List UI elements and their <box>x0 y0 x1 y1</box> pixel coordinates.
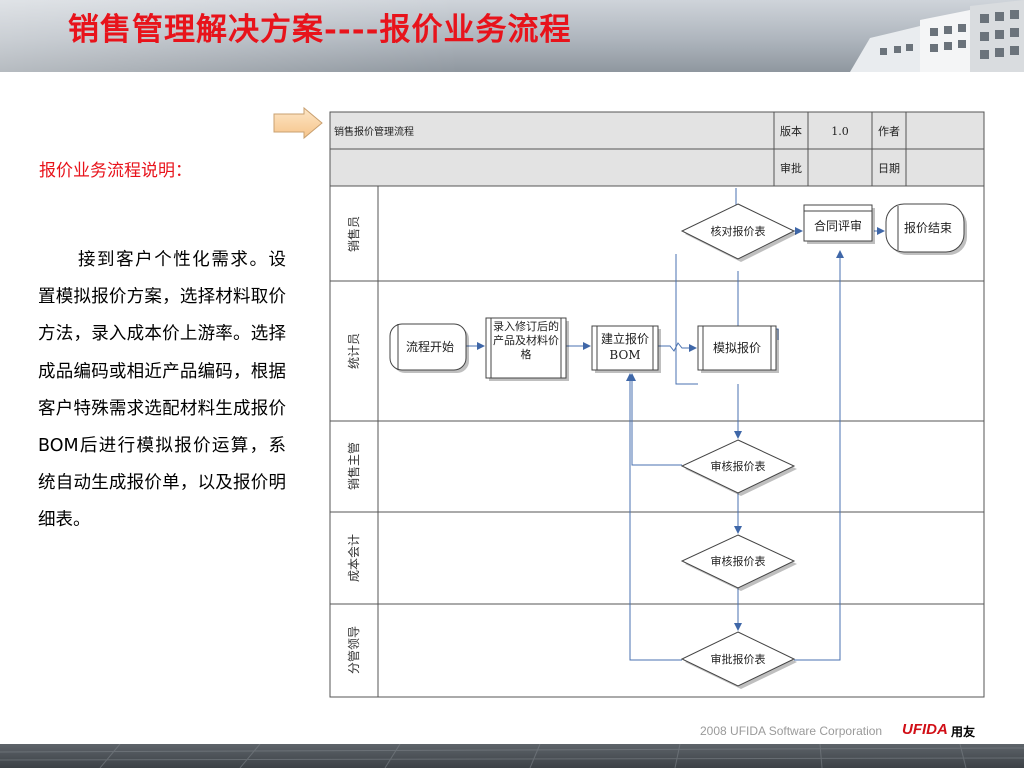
node-cost-label: 审核报价表 <box>711 554 766 568</box>
footer-pattern <box>0 744 1024 768</box>
node-check-quote: 核对报价表 <box>680 203 797 262</box>
process-flowchart: 销售报价管理流程 版本 1.0 作者 审批 日期 销售员 统计员 销售主管 成本… <box>326 108 986 702</box>
version-label: 版本 <box>780 124 802 138</box>
node-input-prices: 录入修订后的产品及材料价格 <box>485 317 569 381</box>
building-graphic <box>850 0 1024 72</box>
header-sky <box>0 0 1024 72</box>
node-cost-review: 审核报价表 <box>680 534 797 591</box>
lane-label-sales-manager: 销售主管 <box>346 442 361 490</box>
description-heading: 报价业务流程说明： <box>39 161 192 181</box>
flowchart-name: 销售报价管理流程 <box>334 125 414 138</box>
node-contract-review: 合同评审 <box>803 204 875 244</box>
author-label: 作者 <box>878 125 900 138</box>
node-contract-label: 合同评审 <box>814 218 862 233</box>
node-start: 流程开始 <box>389 323 469 373</box>
node-end: 报价结束 <box>885 203 967 255</box>
lane-label-statistician: 统计员 <box>347 333 361 369</box>
node-manager-label: 审核报价表 <box>711 459 766 473</box>
footer-bar <box>0 744 1024 768</box>
ufida-logo-cn: 用友 <box>951 725 976 739</box>
node-build-bom: 建立报价BOM <box>591 325 661 373</box>
node-bom-label: 建立报价BOM <box>600 332 649 362</box>
lane-label-leader: 分管领导 <box>346 626 361 674</box>
node-leader-label: 审批报价表 <box>711 652 766 666</box>
version-value: 1.0 <box>831 125 849 138</box>
node-leader-approve: 审批报价表 <box>680 631 797 689</box>
node-manager-review: 审核报价表 <box>680 439 797 496</box>
flowchart-header-table: 销售报价管理流程 版本 1.0 作者 审批 日期 <box>329 111 985 187</box>
slide-title: 销售管理解决方案----报价业务流程 <box>68 12 572 48</box>
node-input-label: 录入修订后的产品及材料价格 <box>493 320 559 361</box>
node-simulate-quote: 模拟报价 <box>697 325 779 373</box>
node-check-label: 核对报价表 <box>711 224 766 238</box>
flow-connectors <box>466 188 885 661</box>
footer-copyright: 2008 UFIDA Software Corporation <box>700 724 883 738</box>
pointer-arrow-icon <box>273 106 323 140</box>
ufida-logo: UFIDA <box>902 721 948 738</box>
description-body: 接到客户个性化需求。设置模拟报价方案，选择材料取价方法，录入成本价上游率。选择成… <box>38 250 286 531</box>
lane-label-cost-accountant: 成本会计 <box>347 534 361 582</box>
node-end-label: 报价结束 <box>904 220 952 235</box>
node-simulate-label: 模拟报价 <box>713 340 761 355</box>
date-label: 日期 <box>878 162 900 175</box>
node-start-label: 流程开始 <box>406 339 454 354</box>
lane-label-salesperson: 销售员 <box>346 216 361 252</box>
header-banner: 销售管理解决方案----报价业务流程 <box>0 0 1024 72</box>
approve-label: 审批 <box>780 161 802 175</box>
swimlane-grid <box>329 185 985 698</box>
